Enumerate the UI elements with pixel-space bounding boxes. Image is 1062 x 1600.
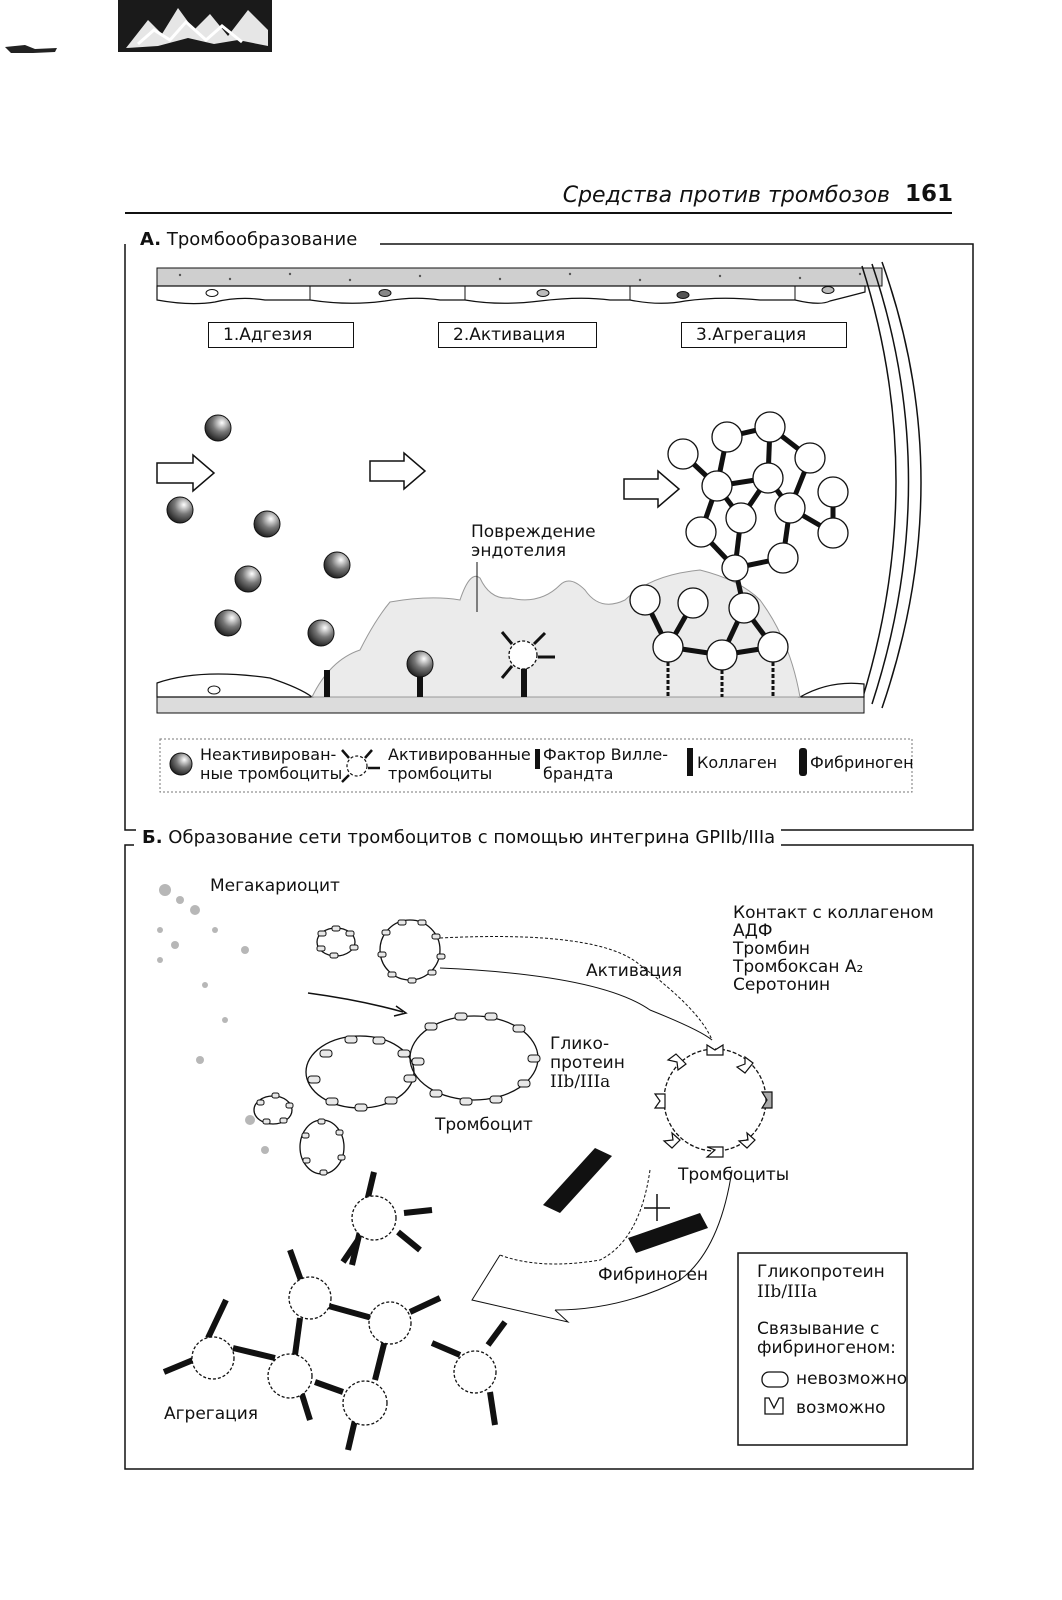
legend-inactive-line2: ные тромбоциты [200, 764, 343, 783]
inactive-platelet [323, 551, 351, 579]
panel-b-title-text: Образование сети тромбоцитов с помощью и… [168, 827, 776, 848]
activation-label: Активация [586, 961, 683, 981]
inactive-platelet [166, 496, 194, 524]
step-adhesion: 1.Адгезия [208, 322, 354, 348]
key-binding-line2: фибриногеном: [757, 1338, 896, 1358]
legend-collagen: Коллаген [697, 753, 778, 772]
legend-fibrinogen-icon [799, 748, 807, 776]
vwf-bar [417, 677, 423, 697]
inactive-platelet [234, 565, 262, 593]
legend-active-line1: Активированные [388, 745, 531, 764]
running-title: Средства против тромбозов [562, 183, 890, 208]
inactive-platelet [253, 510, 281, 538]
inactive-platelet [214, 609, 242, 637]
legend-collagen-icon [687, 748, 693, 776]
step-activation: 2.Активация [438, 322, 597, 348]
legend-fibrinogen: Фибриноген [810, 753, 914, 772]
legend-active-line2: тромбоциты [388, 764, 493, 783]
legend-inactive-line1: Неактивирован- [200, 745, 337, 764]
vwf-bar [521, 667, 527, 697]
key-possible: возможно [796, 1398, 886, 1418]
activator-adp: АДФ [733, 921, 773, 941]
activator-thromboxane: Тромбоксан А₂ [733, 957, 864, 977]
activated-platelet [500, 631, 555, 679]
legend-activated-icon [341, 749, 380, 783]
legend-vwf-line2: брандта [543, 764, 614, 783]
legend-vwf-line1: Фактор Вилле- [543, 745, 669, 764]
page-number: 161 [905, 181, 954, 207]
scan-artifact-image [118, 0, 272, 52]
header-rule [125, 212, 952, 214]
scan-artifact-mark [5, 45, 57, 53]
panel-a-title-text: Тромбообразование [166, 229, 358, 250]
panel-b-letter: Б. [142, 827, 163, 848]
activator-collagen: Контакт с коллагеном [733, 903, 934, 923]
panel-b-title: Б. Образование сети тромбоцитов с помощь… [136, 827, 782, 848]
fibrinogen-label: Фибриноген [598, 1265, 709, 1285]
megakaryocyte-label: Мегакариоцит [210, 876, 340, 896]
vwf-bar [324, 670, 330, 697]
legend-vwf-icon [535, 749, 540, 769]
damage-label-line2: эндотелия [471, 541, 567, 561]
thrombocytes-label: Тромбоциты [678, 1165, 790, 1185]
key-impossible: невозможно [796, 1369, 908, 1389]
aggregation-label: Агрегация [164, 1404, 259, 1424]
glyco-label-line2: протеин [550, 1053, 625, 1073]
panel-a-title: A. Тромбообразование [134, 229, 364, 250]
key-binding-line1: Связывание с [757, 1319, 880, 1339]
key-title-line2: IIb/IIIa [757, 1282, 818, 1302]
panel-a-letter: A. [140, 229, 162, 250]
thrombocyte-label: Тромбоцит [435, 1115, 533, 1135]
key-title-line1: Гликопротеин [757, 1262, 885, 1282]
activator-thrombin: Тромбин [733, 939, 811, 959]
key-impossible-icon [761, 1371, 789, 1388]
inactive-platelet [204, 414, 232, 442]
glyco-label-line1: Глико- [550, 1034, 610, 1054]
activator-serotonin: Серотонин [733, 975, 831, 995]
damage-label-line1: Повреждение [471, 522, 596, 542]
inactive-platelet [307, 619, 335, 647]
legend-inactive-icon [169, 752, 193, 776]
step-aggregation: 3.Агрегация [681, 322, 847, 348]
glyco-label-line3: IIb/IIIa [550, 1072, 611, 1092]
key-possible-icon [764, 1397, 784, 1415]
